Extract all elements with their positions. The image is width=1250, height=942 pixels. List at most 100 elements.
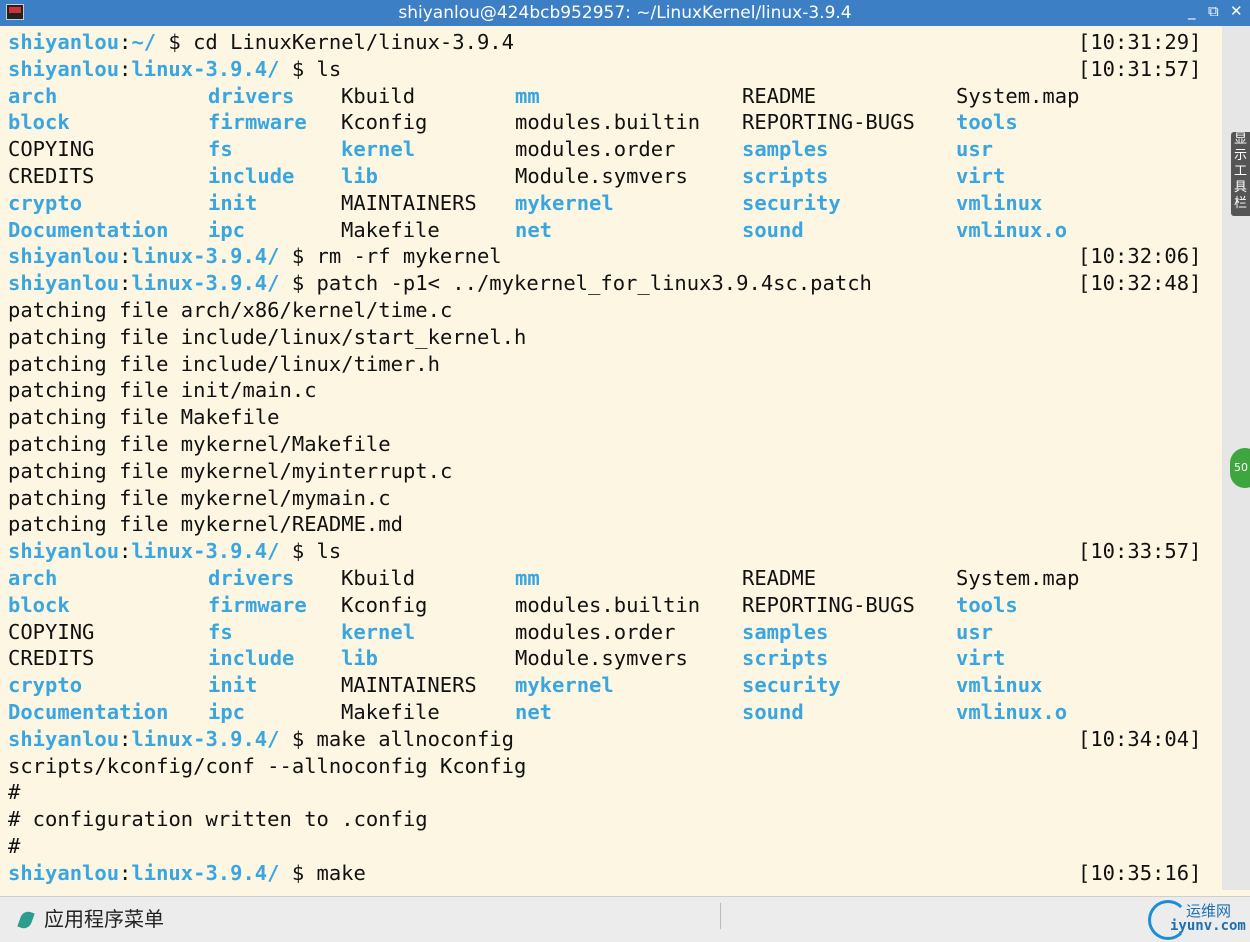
- close-button[interactable]: ✕: [1230, 2, 1243, 20]
- prompt-user: shiyanlou: [8, 56, 120, 81]
- prompt-path: linux-3.9.4/: [131, 271, 280, 296]
- listing-file: System.map: [956, 83, 1080, 108]
- listing-file: Module.symvers: [515, 646, 688, 671]
- prompt-path: linux-3.9.4/: [131, 244, 280, 269]
- command-timestamp: [10:31:57]: [1078, 56, 1202, 81]
- listing-file: Kbuild: [341, 566, 416, 590]
- command-text: ls: [316, 56, 342, 81]
- output-text: patching file mykernel/Makefile: [8, 432, 391, 456]
- listing-directory: sound: [742, 700, 804, 724]
- output-text: #: [8, 780, 21, 805]
- app-menu-icon: [17, 909, 35, 931]
- prompt-user: shiyanlou: [8, 244, 120, 269]
- listing-directory: include: [208, 164, 295, 188]
- listing-directory: fs: [208, 137, 233, 162]
- listing-directory: net: [515, 217, 553, 242]
- prompt-path: linux-3.9.4/: [131, 56, 280, 81]
- listing-file: modules.builtin: [515, 592, 701, 617]
- output-text: patching file mykernel/mymain.c: [8, 485, 391, 510]
- listing-file: Makefile: [341, 700, 440, 724]
- app-menu-button[interactable]: 应用程序菜单: [17, 903, 164, 932]
- prompt-colon: :: [119, 539, 132, 564]
- watermark-text-cn: 运维网: [1186, 902, 1232, 920]
- command-text: make: [316, 860, 366, 885]
- listing-directory: arch: [8, 83, 58, 108]
- prompt-path: linux-3.9.4/: [131, 539, 280, 564]
- listing-file: MAINTAINERS: [341, 673, 477, 698]
- listing-file: REPORTING-BUGS: [742, 110, 915, 135]
- prompt-path: ~/: [131, 30, 157, 54]
- listing-directory: usr: [956, 619, 994, 644]
- prompt-user: shiyanlou: [8, 539, 120, 564]
- listing-file: README: [742, 566, 817, 590]
- listing-directory: scripts: [742, 646, 829, 671]
- listing-file: Module.symvers: [515, 164, 688, 188]
- prompt-user: shiyanlou: [8, 726, 120, 751]
- command-text: cd LinuxKernel/linux-3.9.4: [193, 30, 514, 54]
- command-timestamp: [10:31:29]: [1078, 30, 1202, 54]
- listing-file: modules.order: [515, 619, 676, 644]
- notification-badge[interactable]: 50: [1230, 448, 1250, 488]
- listing-directory: block: [8, 592, 70, 617]
- listing-directory: mm: [515, 566, 540, 590]
- terminal-app-icon: [6, 4, 24, 20]
- listing-directory: mykernel: [515, 673, 614, 698]
- listing-file: REPORTING-BUGS: [742, 592, 915, 617]
- listing-directory: firmware: [208, 592, 307, 617]
- listing-directory: mm: [515, 83, 540, 108]
- listing-file: Kbuild: [341, 83, 416, 108]
- prompt-dollar: $: [291, 56, 305, 81]
- listing-directory: kernel: [341, 137, 416, 162]
- output-text: patching file mykernel/myinterrupt.c: [8, 458, 453, 483]
- listing-directory: security: [742, 673, 841, 698]
- listing-directory: ipc: [208, 217, 246, 242]
- prompt-colon: :: [119, 271, 132, 296]
- command-text: patch -p1< ../mykernel_for_linux3.9.4sc.…: [316, 271, 872, 296]
- prompt-user: shiyanlou: [8, 30, 120, 54]
- output-text: patching file arch/x86/kernel/time.c: [8, 298, 453, 322]
- listing-directory: usr: [956, 137, 994, 162]
- output-text: scripts/kconfig/conf --allnoconfig Kconf…: [8, 753, 527, 778]
- listing-directory: drivers: [208, 566, 295, 590]
- command-text: ls: [316, 539, 342, 564]
- prompt-dollar: $: [291, 271, 305, 296]
- listing-directory: crypto: [8, 190, 83, 215]
- listing-directory: ipc: [208, 700, 246, 724]
- watermark-text-domain: iyunv.com: [1170, 918, 1246, 934]
- command-timestamp: [10:32:06]: [1078, 244, 1202, 269]
- listing-file: Kconfig: [341, 110, 428, 135]
- output-text: patching file mykernel/README.md: [8, 512, 403, 537]
- listing-file: System.map: [956, 566, 1080, 590]
- minimize-button[interactable]: _: [1188, 2, 1196, 20]
- prompt-dollar: $: [291, 860, 305, 885]
- prompt-dollar: $: [291, 726, 305, 751]
- listing-directory: kernel: [341, 619, 416, 644]
- listing-directory: vmlinux: [956, 673, 1043, 698]
- listing-directory: Documentation: [8, 700, 169, 724]
- prompt-colon: :: [119, 30, 132, 54]
- prompt-user: shiyanlou: [8, 860, 120, 885]
- prompt-colon: :: [119, 56, 132, 81]
- output-text: # configuration written to .config: [8, 807, 428, 832]
- window-titlebar[interactable]: shiyanlou@424bcb952957: ~/LinuxKernel/li…: [0, 0, 1250, 26]
- output-text: patching file init/main.c: [8, 378, 317, 403]
- window-title: shiyanlou@424bcb952957: ~/LinuxKernel/li…: [398, 3, 852, 23]
- listing-file: modules.builtin: [515, 110, 701, 135]
- command-timestamp: [10:33:57]: [1078, 539, 1202, 564]
- listing-directory: init: [208, 673, 258, 698]
- listing-directory: vmlinux.o: [956, 217, 1068, 242]
- listing-directory: virt: [956, 164, 1006, 188]
- terminal-output[interactable]: shiyanlou:~/$cd LinuxKernel/linux-3.9.4[…: [0, 26, 1222, 890]
- listing-directory: arch: [8, 566, 58, 590]
- listing-file: MAINTAINERS: [341, 190, 477, 215]
- restore-button[interactable]: ⧉: [1208, 2, 1219, 20]
- prompt-path: linux-3.9.4/: [131, 726, 280, 751]
- show-toolbar-tab[interactable]: 显示工具栏: [1231, 132, 1250, 216]
- output-text: #: [8, 834, 21, 858]
- prompt-dollar: $: [168, 30, 181, 54]
- listing-directory: init: [208, 190, 258, 215]
- listing-directory: firmware: [208, 110, 307, 135]
- listing-directory: samples: [742, 619, 829, 644]
- listing-directory: vmlinux.o: [956, 700, 1068, 724]
- output-text: patching file Makefile: [8, 405, 280, 430]
